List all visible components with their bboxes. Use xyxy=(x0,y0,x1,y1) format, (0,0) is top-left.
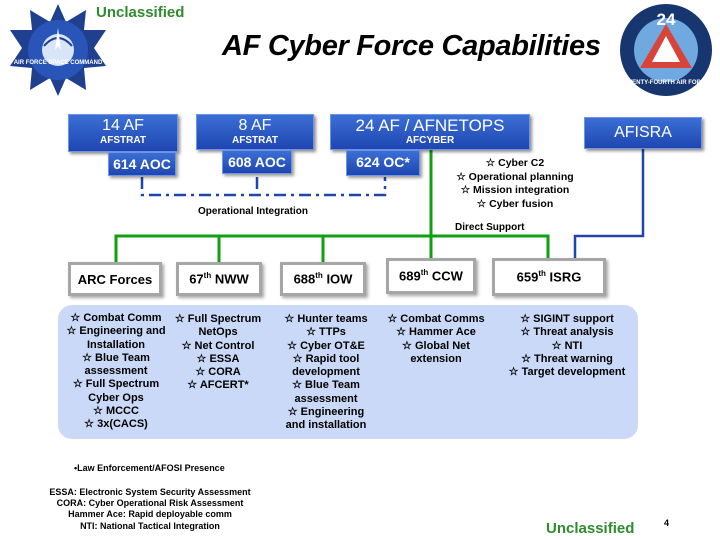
c2-item: ☆ Mission integration xyxy=(460,184,570,196)
capability-item: ☆ Engineering and installation xyxy=(285,406,367,432)
hq-8af-name: 8 AF xyxy=(238,117,272,134)
capability-item: ☆ SIGINT support xyxy=(520,313,614,325)
c2-item: ☆ Cyber C2 xyxy=(485,157,545,169)
hq-afisra-name: AFISRA xyxy=(614,124,672,141)
capability-item: ☆ Combat Comm xyxy=(70,312,162,324)
direct-support-line xyxy=(573,147,645,258)
hq-14af-sub: AFSTRAT xyxy=(100,135,146,146)
wing-659-isrg-label: 659th ISRG xyxy=(516,269,582,285)
capability-item: ☆ Engineering and Installation xyxy=(66,325,166,351)
oc-614[interactable]: 614 AOC xyxy=(108,152,176,176)
capability-item: ☆ Rapid tool development xyxy=(292,352,360,379)
capability-item: ☆ Cyber OT&E xyxy=(287,339,365,352)
24af-emblem-number: 24 xyxy=(656,10,676,29)
operational-integration-label: Operational Integration xyxy=(198,206,309,217)
capabilities-67-nww: ☆ Full Spectrum NetOps ☆ Net Control ☆ E… xyxy=(168,313,268,393)
wing-67-nww[interactable]: 67th NWW xyxy=(176,262,262,296)
c2-list: ☆ Cyber C2 ☆ Operational planning ☆ Miss… xyxy=(445,157,585,211)
wing-689-ccw-label: 689th CCW xyxy=(399,268,463,284)
classification-top: Unclassified xyxy=(96,4,185,21)
wing-688-iow-label: 688th IOW xyxy=(293,271,353,287)
hq-afisra[interactable]: AFISRA xyxy=(584,117,702,149)
wing-arc-forces-label: ARC Forces xyxy=(77,271,153,287)
wing-67-nww-label: 67th NWW xyxy=(189,271,249,287)
c2-item: ☆ Operational planning xyxy=(456,170,574,183)
capability-item: ☆ Target development xyxy=(508,366,626,379)
wing-arc-forces[interactable]: ARC Forces xyxy=(68,262,162,296)
afspc-emblem-text: AIR FORCE SPACE COMMAND xyxy=(13,60,103,66)
capability-item: ☆ Global Net extension xyxy=(402,339,470,365)
hq-14af[interactable]: 14 AF AFSTRAT xyxy=(68,114,178,152)
definition-line: Hammer Ace: Rapid deployable comm xyxy=(68,509,232,520)
capabilities-panel xyxy=(58,305,638,439)
capability-item: ☆ MCCC xyxy=(93,405,139,418)
afspc-emblem xyxy=(10,4,106,96)
capability-item: ☆ Hunter teams xyxy=(284,313,368,325)
inner-triangle-icon xyxy=(652,36,680,62)
globe-icon xyxy=(42,34,74,66)
oc-608[interactable]: 608 AOC xyxy=(222,150,292,174)
c2-item: ☆ Cyber fusion xyxy=(476,197,554,210)
capability-item: ☆ Combat Comms xyxy=(387,313,485,325)
capabilities-659-isrg: ☆ SIGINT support ☆ Threat analysis ☆ NTI… xyxy=(502,313,632,379)
classification-bottom: Unclassified xyxy=(546,520,635,537)
definition-line: NTI: National Tactical Integration xyxy=(80,520,220,531)
capability-item: ☆ Hammer Ace xyxy=(396,326,476,339)
hq-14af-name: 14 AF xyxy=(102,117,144,134)
capability-item: ☆ Full Spectrum Cyber Ops xyxy=(72,378,160,404)
24af-emblem-text: TWENTY-FOURTH AIR FORCE xyxy=(622,80,710,86)
command-line-horizontal xyxy=(114,234,550,262)
hq-24af-name: 24 AF / AFNETOPS xyxy=(355,116,505,135)
wing-689-ccw[interactable]: 689th CCW xyxy=(386,258,476,294)
capabilities-688-iow: ☆ Hunter teams ☆ TTPs ☆ Cyber OT&E ☆ Rap… xyxy=(278,313,374,433)
capability-item: ☆ AFCERT* xyxy=(187,379,249,392)
wing-659-isrg[interactable]: 659th ISRG xyxy=(492,258,606,296)
presence-note: •Law Enforcement/AFOSI Presence xyxy=(74,463,225,473)
capability-item: ☆ CORA xyxy=(195,366,241,379)
definitions: ESSA: Electronic System Security Assessm… xyxy=(20,487,280,532)
capability-item: ☆ 3x(CACS) xyxy=(84,418,148,431)
capability-item: ☆ Threat warning xyxy=(521,352,613,365)
capability-item: ☆ Blue Team assessment xyxy=(82,351,150,378)
hq-8af[interactable]: 8 AF AFSTRAT xyxy=(196,114,314,150)
hq-8af-sub: AFSTRAT xyxy=(232,135,278,146)
page-title: AF Cyber Force Capabilities xyxy=(222,30,601,62)
capability-item: ☆ TTPs xyxy=(306,326,346,339)
delta-icon xyxy=(55,28,61,50)
definition-line: ESSA: Electronic System Security Assessm… xyxy=(49,487,251,497)
capability-item: ☆ Threat analysis xyxy=(520,326,614,339)
capability-item: ☆ Full Spectrum NetOps xyxy=(174,313,262,339)
capability-item: ☆ ESSA xyxy=(196,352,240,365)
capabilities-arc: ☆ Combat Comm ☆ Engineering and Installa… xyxy=(62,312,170,432)
operational-integration-line xyxy=(140,177,387,197)
capability-item: ☆ NTI xyxy=(551,339,583,352)
hq-24af[interactable]: 24 AF / AFNETOPS AFCYBER xyxy=(330,114,530,150)
capabilities-689-ccw: ☆ Combat Comms ☆ Hammer Ace ☆ Global Net… xyxy=(382,313,490,366)
24af-emblem xyxy=(620,4,712,96)
page-number: 4 xyxy=(664,518,670,528)
capability-item: ☆ Net Control xyxy=(181,339,255,352)
hq-24af-sub: AFCYBER xyxy=(405,135,455,146)
oc-624[interactable]: 624 OC* xyxy=(346,150,420,176)
capability-item: ☆ Blue Team assessment xyxy=(292,379,360,405)
wing-688-iow[interactable]: 688th IOW xyxy=(280,262,366,296)
direct-support-label: Direct Support xyxy=(455,222,525,233)
definition-line: CORA: Cyber Operational Risk Assessment xyxy=(56,498,244,509)
